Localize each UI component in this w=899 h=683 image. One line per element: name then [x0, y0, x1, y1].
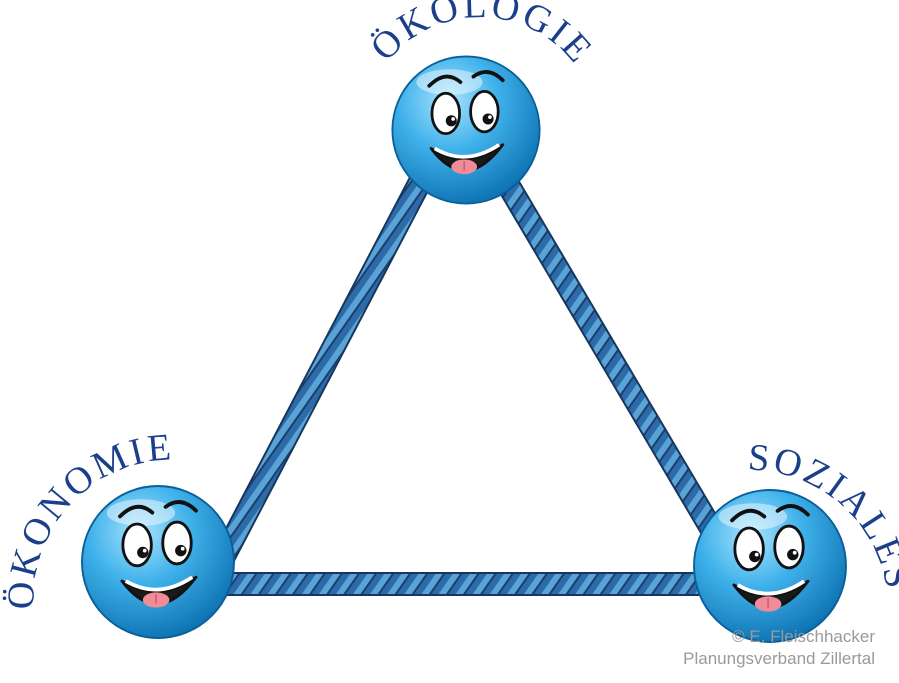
smiley-face-icon-oekologie [392, 56, 539, 203]
rope-right-side [510, 188, 718, 540]
credit-organization: Planungsverband Zillertal [683, 648, 875, 670]
credit-author: © E. Fleischhacker [683, 626, 875, 648]
smiley-face-icon-soziales [694, 490, 846, 642]
credit-block: © E. Fleischhacker Planungsverband Zille… [683, 626, 875, 670]
smiley-face-icon-oekonomie [82, 486, 234, 638]
rope-left-side [222, 182, 420, 560]
